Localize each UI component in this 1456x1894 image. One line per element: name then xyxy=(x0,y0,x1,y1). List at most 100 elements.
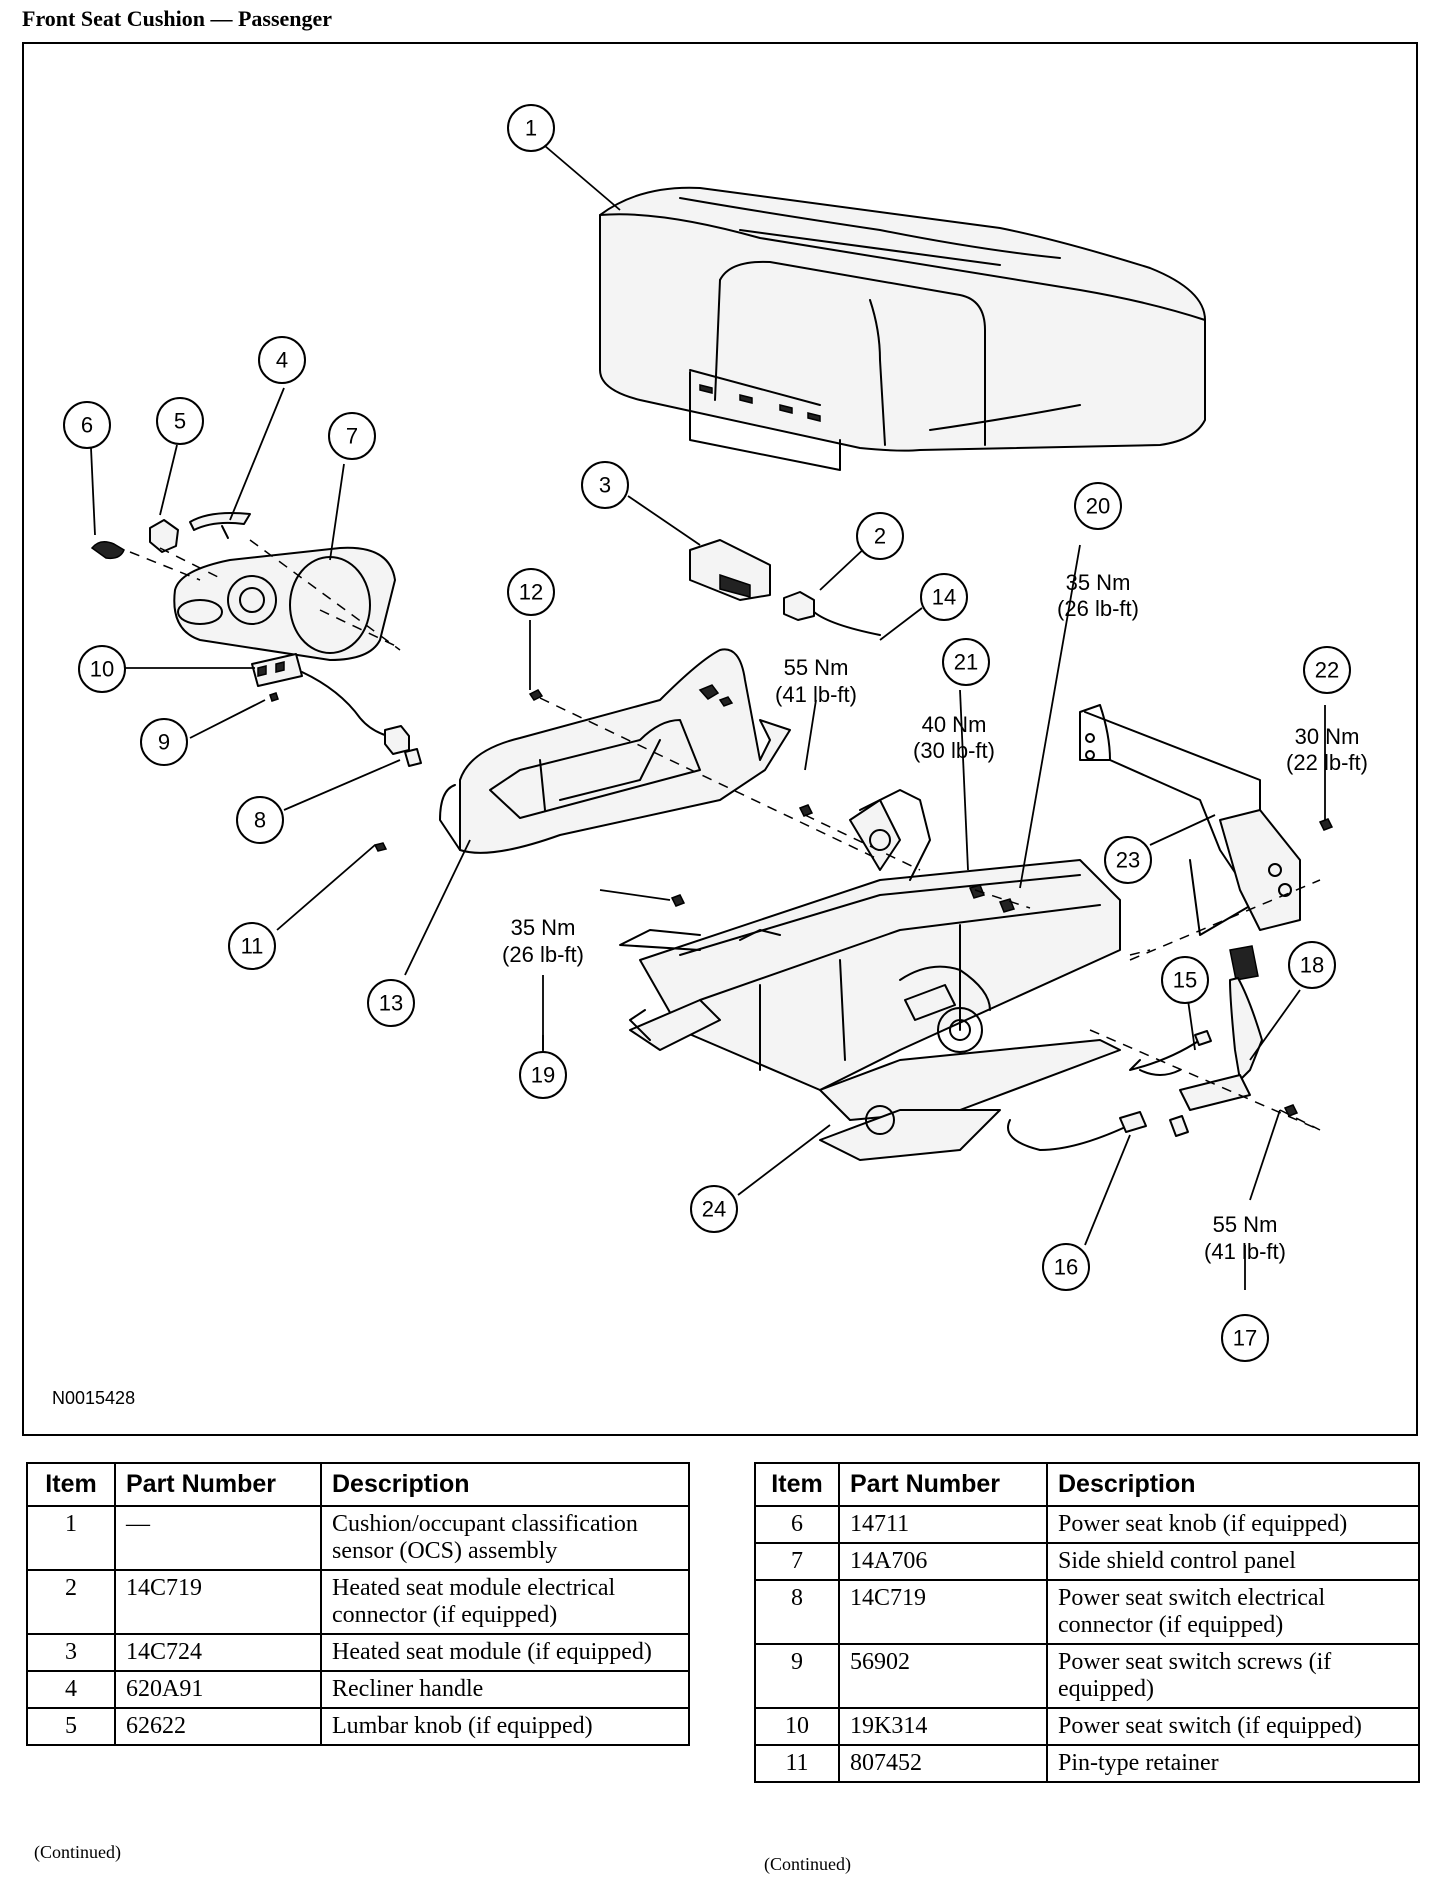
callout-label: 18 xyxy=(1300,953,1324,978)
cell-part-number: 19K314 xyxy=(838,1707,1048,1746)
callout-label: 8 xyxy=(254,808,266,833)
cell-description: Cushion/occupant classification sensor (… xyxy=(320,1505,690,1571)
cell-part-number: 807452 xyxy=(838,1744,1048,1783)
cell-description: Heated seat module electrical connector … xyxy=(320,1569,690,1635)
torque-lbft: (41 lb-ft) xyxy=(1204,1239,1286,1264)
diagram-frame xyxy=(22,42,1418,1436)
callout-23: 23 xyxy=(1104,836,1152,884)
cell-description: Heated seat module (if equipped) xyxy=(320,1633,690,1672)
callout-label: 12 xyxy=(519,580,543,605)
callout-label: 14 xyxy=(932,585,956,610)
callout-16: 16 xyxy=(1042,1243,1090,1291)
callout-label: 20 xyxy=(1086,494,1110,519)
cell-part-number: 14A706 xyxy=(838,1542,1048,1581)
table-row: 7 14A706 Side shield control panel xyxy=(754,1542,1420,1581)
torque-nm: 55 Nm xyxy=(784,655,849,680)
cell-part-number: 14C724 xyxy=(114,1633,322,1672)
cell-item: 1 xyxy=(26,1505,116,1571)
cell-part-number: 14711 xyxy=(838,1505,1048,1544)
callout-6: 6 xyxy=(63,401,111,449)
torque-lbft: (30 lb-ft) xyxy=(913,738,995,763)
callout-label: 2 xyxy=(874,524,886,549)
torque-spec-22: 30 Nm (22 lb-ft) xyxy=(1286,724,1368,775)
continued-note-right: (Continued) xyxy=(764,1854,851,1874)
callout-label: 9 xyxy=(158,730,170,755)
table-row: 5 62622 Lumbar knob (if equipped) xyxy=(26,1707,690,1746)
cell-description: Side shield control panel xyxy=(1046,1542,1420,1581)
callout-4: 4 xyxy=(258,336,306,384)
cell-item: 8 xyxy=(754,1579,840,1645)
callout-20: 20 xyxy=(1074,482,1122,530)
torque-nm: 40 Nm xyxy=(922,712,987,737)
cell-item: 4 xyxy=(26,1670,116,1709)
callout-8: 8 xyxy=(236,796,284,844)
callout-21: 21 xyxy=(942,638,990,686)
cell-item: 2 xyxy=(26,1569,116,1635)
cell-description: Power seat knob (if equipped) xyxy=(1046,1505,1420,1544)
callout-15: 15 xyxy=(1161,956,1209,1004)
assembly-lines xyxy=(129,539,1321,1131)
parts-table-right: Item Part Number Description 6 14711 Pow… xyxy=(754,1462,1420,1783)
callout-label: 16 xyxy=(1054,1255,1078,1280)
torque-spec-17: 55 Nm (41 lb-ft) xyxy=(1204,1212,1286,1264)
callout-label: 4 xyxy=(276,348,288,373)
cell-item: 5 xyxy=(26,1707,116,1746)
table-header-row: Item Part Number Description xyxy=(26,1462,690,1507)
cell-description: Recliner handle xyxy=(320,1670,690,1709)
recliner-bracket-drawing xyxy=(1079,704,1301,936)
cell-description: Power seat switch electrical connector (… xyxy=(1046,1579,1420,1645)
header-description: Description xyxy=(1046,1462,1420,1507)
header-part-number: Part Number xyxy=(114,1462,322,1507)
callout-label: 7 xyxy=(346,424,358,449)
page-title: Front Seat Cushion — Passenger xyxy=(22,6,333,31)
callout-14: 14 xyxy=(920,573,968,621)
cell-part-number: 14C719 xyxy=(114,1569,322,1635)
callout-12: 12 xyxy=(507,568,555,616)
callout-7: 7 xyxy=(328,412,376,460)
cell-item: 9 xyxy=(754,1643,840,1709)
callout-9: 9 xyxy=(140,718,188,766)
cell-item: 7 xyxy=(754,1542,840,1581)
callout-24: 24 xyxy=(690,1185,738,1233)
cell-item: 11 xyxy=(754,1744,840,1783)
cell-description: Power seat switch screws (if equipped) xyxy=(1046,1643,1420,1709)
callout-17: 17 xyxy=(1221,1314,1269,1362)
table-row: 1 — Cushion/occupant classification sens… xyxy=(26,1505,690,1571)
header-part-number: Part Number xyxy=(838,1462,1048,1507)
header-item: Item xyxy=(754,1462,840,1507)
callout-label: 24 xyxy=(702,1197,726,1222)
callout-label: 19 xyxy=(531,1063,555,1088)
callout-label: 1 xyxy=(525,116,537,141)
torque-spec-19: 35 Nm (26 lb-ft) xyxy=(502,915,584,967)
cell-item: 3 xyxy=(26,1633,116,1672)
torque-lbft: (26 lb-ft) xyxy=(1057,596,1139,621)
cell-item: 10 xyxy=(754,1707,840,1746)
torque-lbft: (41 lb-ft) xyxy=(775,682,857,707)
header-description: Description xyxy=(320,1462,690,1507)
torque-spec-20: 35 Nm (26 lb-ft) xyxy=(1057,570,1139,621)
callout-2: 2 xyxy=(856,512,904,560)
cell-part-number: 14C719 xyxy=(838,1579,1048,1645)
table-row: 9 56902 Power seat switch screws (if equ… xyxy=(754,1643,1420,1709)
cell-part-number: — xyxy=(114,1505,322,1571)
torque-nm: 35 Nm xyxy=(511,915,576,940)
table-row: 8 14C719 Power seat switch electrical co… xyxy=(754,1579,1420,1645)
callout-11: 11 xyxy=(228,922,276,970)
table-row: 11 807452 Pin-type retainer xyxy=(754,1744,1420,1783)
header-item: Item xyxy=(26,1462,116,1507)
callout-label: 11 xyxy=(241,934,264,959)
callout-label: 17 xyxy=(1233,1326,1257,1351)
continued-note-left: (Continued) xyxy=(34,1842,121,1862)
cell-item: 6 xyxy=(754,1505,840,1544)
torque-lbft: (26 lb-ft) xyxy=(502,942,584,967)
parts-table-left: Item Part Number Description 1 — Cushion… xyxy=(26,1462,690,1746)
callout-1: 1 xyxy=(507,104,555,152)
cell-part-number: 56902 xyxy=(838,1643,1048,1709)
leader-lines xyxy=(90,145,1326,1290)
heated-seat-module-drawing xyxy=(689,539,881,636)
side-controls-drawing xyxy=(90,512,422,767)
callout-18: 18 xyxy=(1288,941,1336,989)
table-row: 4 620A91 Recliner handle xyxy=(26,1670,690,1709)
callout-22: 22 xyxy=(1303,646,1351,694)
torque-nm: 30 Nm xyxy=(1295,724,1360,749)
